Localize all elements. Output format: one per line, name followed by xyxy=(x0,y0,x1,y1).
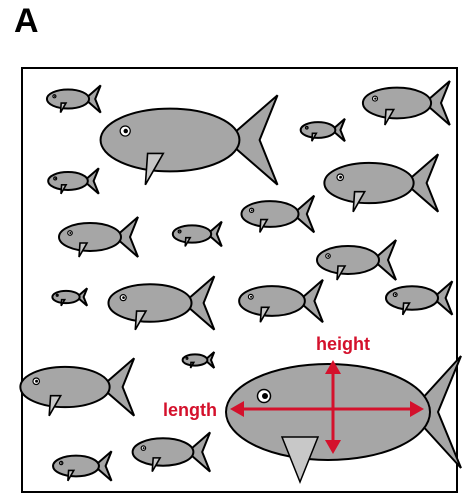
height-label: height xyxy=(316,334,370,354)
fish-body xyxy=(101,109,240,172)
eye-pupil xyxy=(69,232,71,234)
eye-pupil xyxy=(143,447,145,449)
fish-body xyxy=(241,201,298,227)
fish-body xyxy=(363,88,431,119)
fish-body xyxy=(47,89,89,108)
fish-body xyxy=(173,225,211,242)
eye-pupil xyxy=(54,96,55,97)
fish-body xyxy=(52,291,79,303)
eye-pupil xyxy=(179,231,180,232)
eye-pupil xyxy=(187,358,188,359)
fish-body xyxy=(386,286,438,310)
fish-body xyxy=(108,284,191,322)
eye-pupil xyxy=(55,178,56,179)
fish-body xyxy=(324,163,413,203)
fish-body xyxy=(239,286,305,316)
fish-body xyxy=(301,122,336,138)
fish-body xyxy=(20,367,109,407)
eye-pupil xyxy=(57,295,58,296)
eye-pupil xyxy=(124,129,128,133)
fish-body xyxy=(183,354,208,365)
eye-pupil xyxy=(251,209,253,211)
eye-pupil xyxy=(327,255,329,257)
fish-body xyxy=(48,172,88,190)
eye-pupil xyxy=(374,98,376,100)
eye-pupil xyxy=(35,380,38,383)
length-label: length xyxy=(163,400,217,420)
eye-pupil xyxy=(306,127,307,128)
eye-pupil xyxy=(61,462,62,463)
fish-body xyxy=(226,364,430,460)
fish-body xyxy=(317,246,379,274)
fish-body xyxy=(133,438,194,465)
eye-pupil xyxy=(395,294,397,296)
eye-pupil xyxy=(339,176,342,179)
fish-body xyxy=(53,456,99,477)
eye-pupil xyxy=(250,296,252,298)
eye-pupil xyxy=(122,296,125,299)
fish-body xyxy=(59,223,121,251)
eye-pupil xyxy=(262,393,268,399)
